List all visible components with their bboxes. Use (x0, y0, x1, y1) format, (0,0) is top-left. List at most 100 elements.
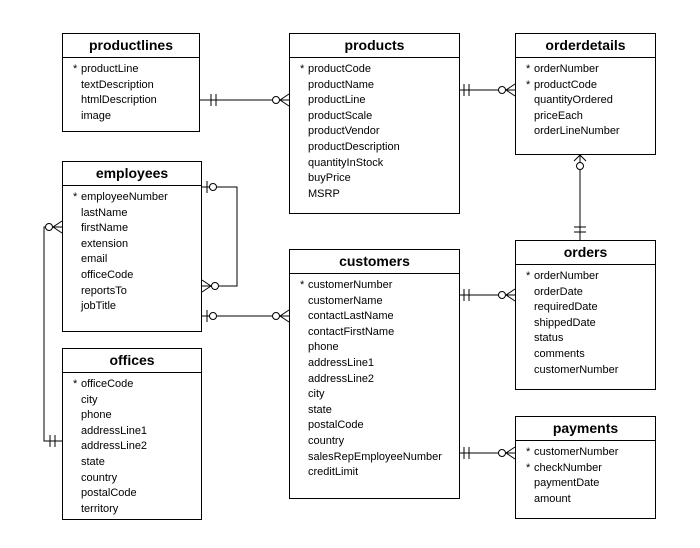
attribute: productDescription (290, 140, 459, 156)
attribute-name: image (81, 109, 111, 122)
primary-key-attribute: *customerNumber (290, 278, 459, 294)
attribute: creditLimit (290, 465, 459, 481)
attribute: city (290, 387, 459, 403)
attribute-name: territory (81, 502, 119, 515)
attribute: productScale (290, 109, 459, 125)
attribute: reportsTo (63, 284, 201, 300)
attribute: officeCode (63, 268, 201, 284)
attribute: firstName (63, 221, 201, 237)
attribute-name: officeCode (81, 378, 134, 390)
attribute-name: productLine (308, 94, 366, 107)
attribute: salesRepEmployeeNumber (290, 450, 459, 466)
attribute: MSRP (290, 187, 459, 203)
attribute-name: orderLineNumber (534, 125, 620, 138)
attribute: lastName (63, 206, 201, 222)
attribute: contactLastName (290, 309, 459, 325)
attribute-name: creditLimit (308, 466, 359, 479)
attribute-name: customerNumber (534, 363, 619, 376)
attribute-name: state (308, 403, 332, 416)
attribute-name: MSRP (308, 187, 340, 200)
attribute-name: email (81, 253, 108, 266)
attribute: orderLineNumber (516, 124, 655, 140)
attribute: paymentDate (516, 476, 655, 492)
relationship-employees-customers (202, 309, 290, 323)
attribute-name: amount (534, 492, 571, 505)
primary-key-marker: * (300, 63, 305, 75)
primary-key-attribute: *checkNumber (516, 461, 655, 477)
primary-key-marker: * (526, 78, 531, 91)
attribute-name: employeeNumber (81, 191, 168, 203)
attribute-name: productLine (81, 63, 139, 75)
attribute: productLine (290, 93, 459, 109)
attribute-name: city (81, 393, 98, 406)
attribute-name: productDescription (308, 140, 400, 153)
attribute-name: requiredDate (534, 301, 598, 314)
primary-key-attribute: *productCode (516, 78, 655, 94)
attribute: extension (63, 237, 201, 253)
attribute: jobTitle (63, 299, 201, 315)
attribute: amount (516, 492, 655, 508)
entity-title: employees (63, 162, 201, 186)
attribute-name: productName (308, 78, 375, 91)
entity-title: orderdetails (516, 34, 655, 58)
attribute: phone (290, 340, 459, 356)
attribute-name: postalCode (81, 487, 137, 500)
attribute-name: customerNumber (534, 446, 619, 458)
attribute: customerNumber (516, 363, 655, 379)
attribute-name: buyPrice (308, 172, 351, 185)
attribute-name: productCode (534, 78, 597, 91)
attribute-name: textDescription (81, 78, 154, 91)
attribute: addressLine1 (290, 356, 459, 372)
primary-key-attribute: *productCode (290, 62, 459, 78)
attribute-name: state (81, 455, 105, 468)
attribute-name: phone (308, 341, 339, 354)
attribute-name: comments (534, 347, 585, 360)
primary-key-marker: * (526, 446, 531, 458)
attribute-name: addressLine2 (308, 372, 375, 385)
relationship-orders-orderdetails (573, 154, 587, 240)
attribute-name: jobTitle (81, 300, 117, 313)
entity-title: orders (516, 241, 655, 265)
attribute: shippedDate (516, 316, 655, 332)
attribute-name: orderDate (534, 285, 583, 298)
attribute: buyPrice (290, 171, 459, 187)
primary-key-attribute: *orderNumber (516, 269, 655, 285)
primary-key-attribute: *employeeNumber (63, 190, 201, 206)
entity-title: offices (63, 349, 201, 373)
attribute: textDescription (63, 78, 199, 94)
attribute: city (63, 393, 201, 409)
attribute-name: addressLine1 (308, 356, 375, 369)
attribute-name: extension (81, 237, 129, 250)
primary-key-marker: * (526, 63, 531, 75)
attribute-name: status (534, 332, 564, 345)
attribute: comments (516, 347, 655, 363)
attribute-name: officeCode (81, 268, 134, 281)
attribute-name: quantityInStock (308, 156, 384, 169)
attribute-name: addressLine1 (81, 424, 148, 437)
attribute: state (290, 403, 459, 419)
relationship-customers-payments (460, 446, 516, 460)
attribute-name: customerName (308, 294, 383, 307)
primary-key-marker: * (300, 279, 305, 291)
attribute: image (63, 109, 199, 125)
relationship-customers-orders (460, 288, 516, 302)
attribute-name: contactFirstName (308, 325, 395, 338)
relationship-employees-self (201, 181, 238, 293)
attribute-name: country (308, 434, 345, 447)
attribute: postalCode (290, 418, 459, 434)
attribute: productVendor (290, 124, 459, 140)
